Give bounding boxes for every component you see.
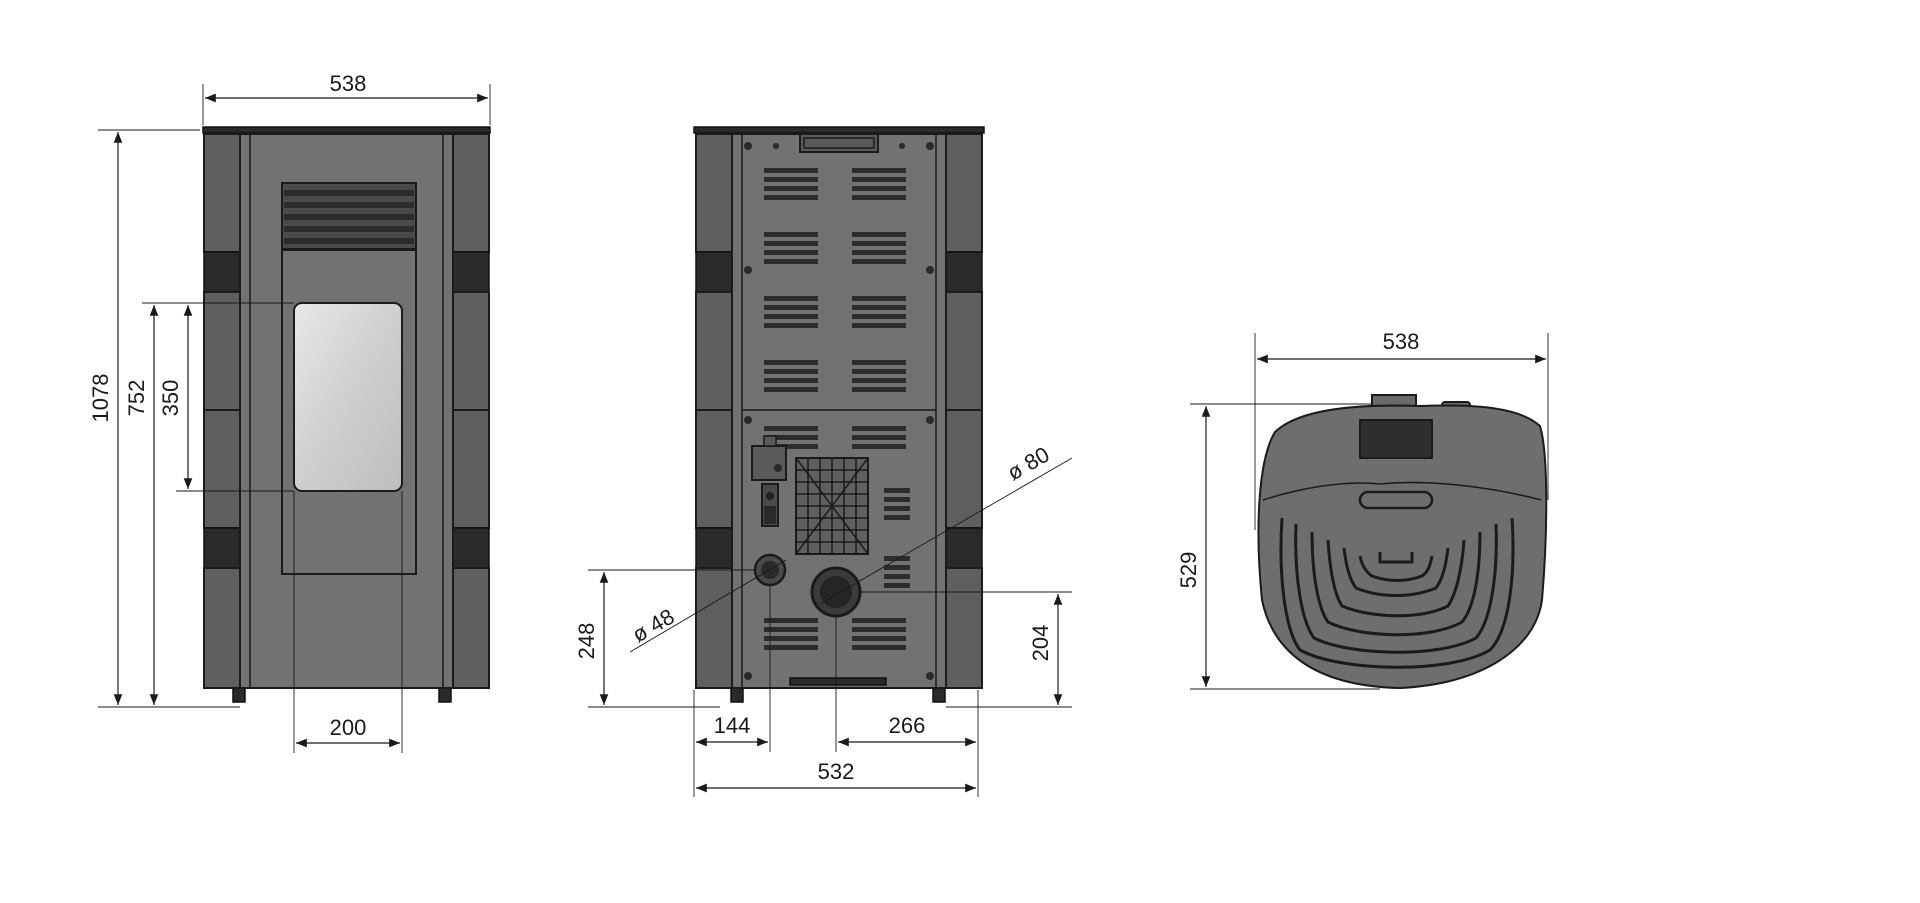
top-view-grille [1279, 517, 1515, 669]
front-foot-left [232, 687, 246, 703]
back-view: ø 48 ø 80 248 204 144 266 532 [574, 126, 1073, 797]
top-view: 538 529 [1176, 329, 1549, 690]
front-glass-height-label: 350 [158, 380, 183, 417]
front-top-plate [202, 126, 491, 134]
front-left-tiles [203, 133, 241, 689]
front-glass-width-label: 200 [330, 715, 367, 740]
top-depth-label: 529 [1176, 552, 1201, 589]
front-height-label: 1078 [88, 374, 113, 423]
top-view-handle [1358, 490, 1434, 510]
front-glass-window [293, 302, 403, 492]
back-width-label: 532 [818, 759, 855, 784]
back-flue-diameter-label: ø 80 [1003, 442, 1054, 486]
back-small-port-diameter-label: ø 48 [628, 604, 679, 648]
front-view: 538 1078 752 350 200 [88, 71, 491, 753]
back-left-offset-label: 144 [714, 713, 751, 738]
front-right-tiles [452, 133, 490, 689]
back-vent-slots [764, 168, 910, 650]
back-electrical-box [751, 435, 787, 527]
back-right-offset-label: 266 [889, 713, 926, 738]
back-left-tiles [695, 133, 733, 689]
back-small-port-height-label: 248 [574, 623, 599, 660]
front-foot-right [438, 687, 452, 703]
back-right-tiles [945, 133, 983, 689]
front-glass-bottom-label: 752 [124, 380, 149, 417]
top-view-body [1257, 404, 1548, 690]
top-view-display [1359, 419, 1433, 459]
back-top-plate [693, 126, 985, 134]
front-grille [281, 182, 417, 250]
back-service-hatch [795, 457, 869, 555]
front-width-label: 538 [330, 71, 367, 96]
top-width-label: 538 [1383, 329, 1420, 354]
back-flue-height-label: 204 [1028, 625, 1053, 662]
